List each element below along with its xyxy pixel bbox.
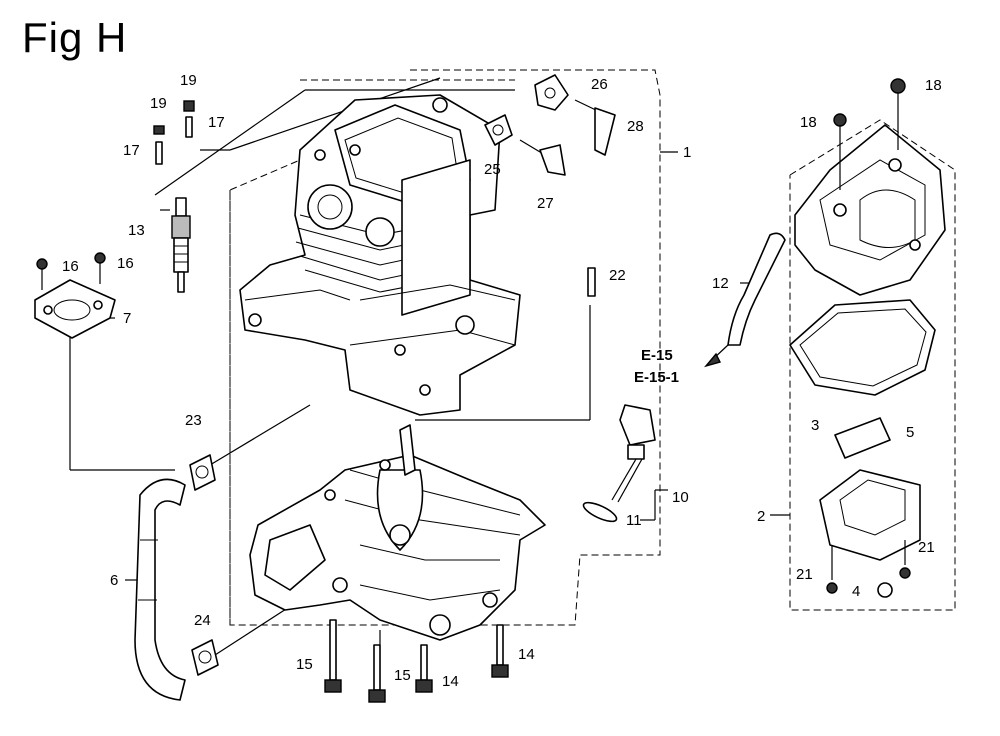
callout-18-right: 18 [925,77,942,94]
cylinder-block [239,94,521,416]
bolt-16-left [36,258,48,290]
breather-case [819,469,921,598]
callout-25: 25 [484,161,501,178]
oil-level-switch [611,404,656,503]
ref-e15-1: E-15-1 [634,369,679,386]
separator-seal-5 [834,417,891,459]
clip-23 [189,454,216,491]
callout-27: 27 [537,195,554,212]
callout-24: 24 [194,612,211,629]
callout-labels: 1 2 3 4 5 6 7 10 11 12 13 14 14 15 15 16… [62,72,942,690]
callout-16-left: 16 [62,258,79,275]
bolt-21-left [826,545,838,594]
rocker-pivot-25 [484,114,513,146]
cross-references: E-15 E-15-1 [634,347,679,386]
callout-13: 13 [128,222,145,239]
rocker-arm-28 [574,99,616,156]
callout-10: 10 [672,489,689,506]
callout-14-left: 14 [442,673,459,690]
cylinder-head-cover [794,124,946,296]
callout-11: 11 [626,512,642,529]
callout-23: 23 [185,412,202,429]
callout-2: 2 [757,508,765,525]
bolt-14-right [491,624,509,678]
callout-19-left: 19 [150,95,167,112]
ref-e15: E-15 [641,347,673,364]
callout-12: 12 [712,275,729,292]
bolt-21-right [899,540,911,579]
callout-15-left: 15 [296,656,313,673]
callout-19-right: 19 [180,72,197,89]
insulator-plate [34,279,116,339]
callout-5: 5 [906,424,914,441]
callout-14-right: 14 [518,646,535,663]
breather-tube [134,478,186,701]
bolt-14-left [415,644,433,693]
dowel-pin [587,267,596,297]
o-ring [582,501,618,523]
spark-plug [171,197,191,293]
crankcase-lower [249,424,546,641]
callout-15-right: 15 [394,667,411,684]
stud-nut-right [183,100,195,138]
callout-16-right: 16 [117,255,134,272]
callout-26: 26 [591,76,608,93]
rocker-arm-27 [519,139,566,176]
callout-7: 7 [123,310,131,327]
head-cover-gasket [789,299,936,396]
assembly-outline-main [229,69,661,626]
callout-17-left: 17 [123,142,140,159]
callout-21-left: 21 [796,566,813,583]
bolt-18-left [833,113,847,190]
clip-24 [191,639,219,676]
callout-17-right: 17 [208,114,225,131]
bolt-18-right [890,78,906,150]
rocker-holder-26 [534,74,569,111]
callout-6: 6 [110,572,118,589]
callout-4: 4 [852,583,860,600]
callout-22: 22 [609,267,626,284]
callout-28: 28 [627,118,644,135]
callout-18-left: 18 [800,114,817,131]
bolt-15-left [324,619,342,693]
callout-3: 3 [811,417,819,434]
stud-nut-left [153,125,165,165]
breather-hose-12 [704,232,786,368]
callout-21-right: 21 [918,539,935,556]
callout-1: 1 [683,144,691,161]
bolt-15-right [368,644,386,703]
figure-title: Fig H [22,14,128,61]
bolt-16-right [94,252,106,284]
assembly-outline-valve-cover [789,119,956,611]
